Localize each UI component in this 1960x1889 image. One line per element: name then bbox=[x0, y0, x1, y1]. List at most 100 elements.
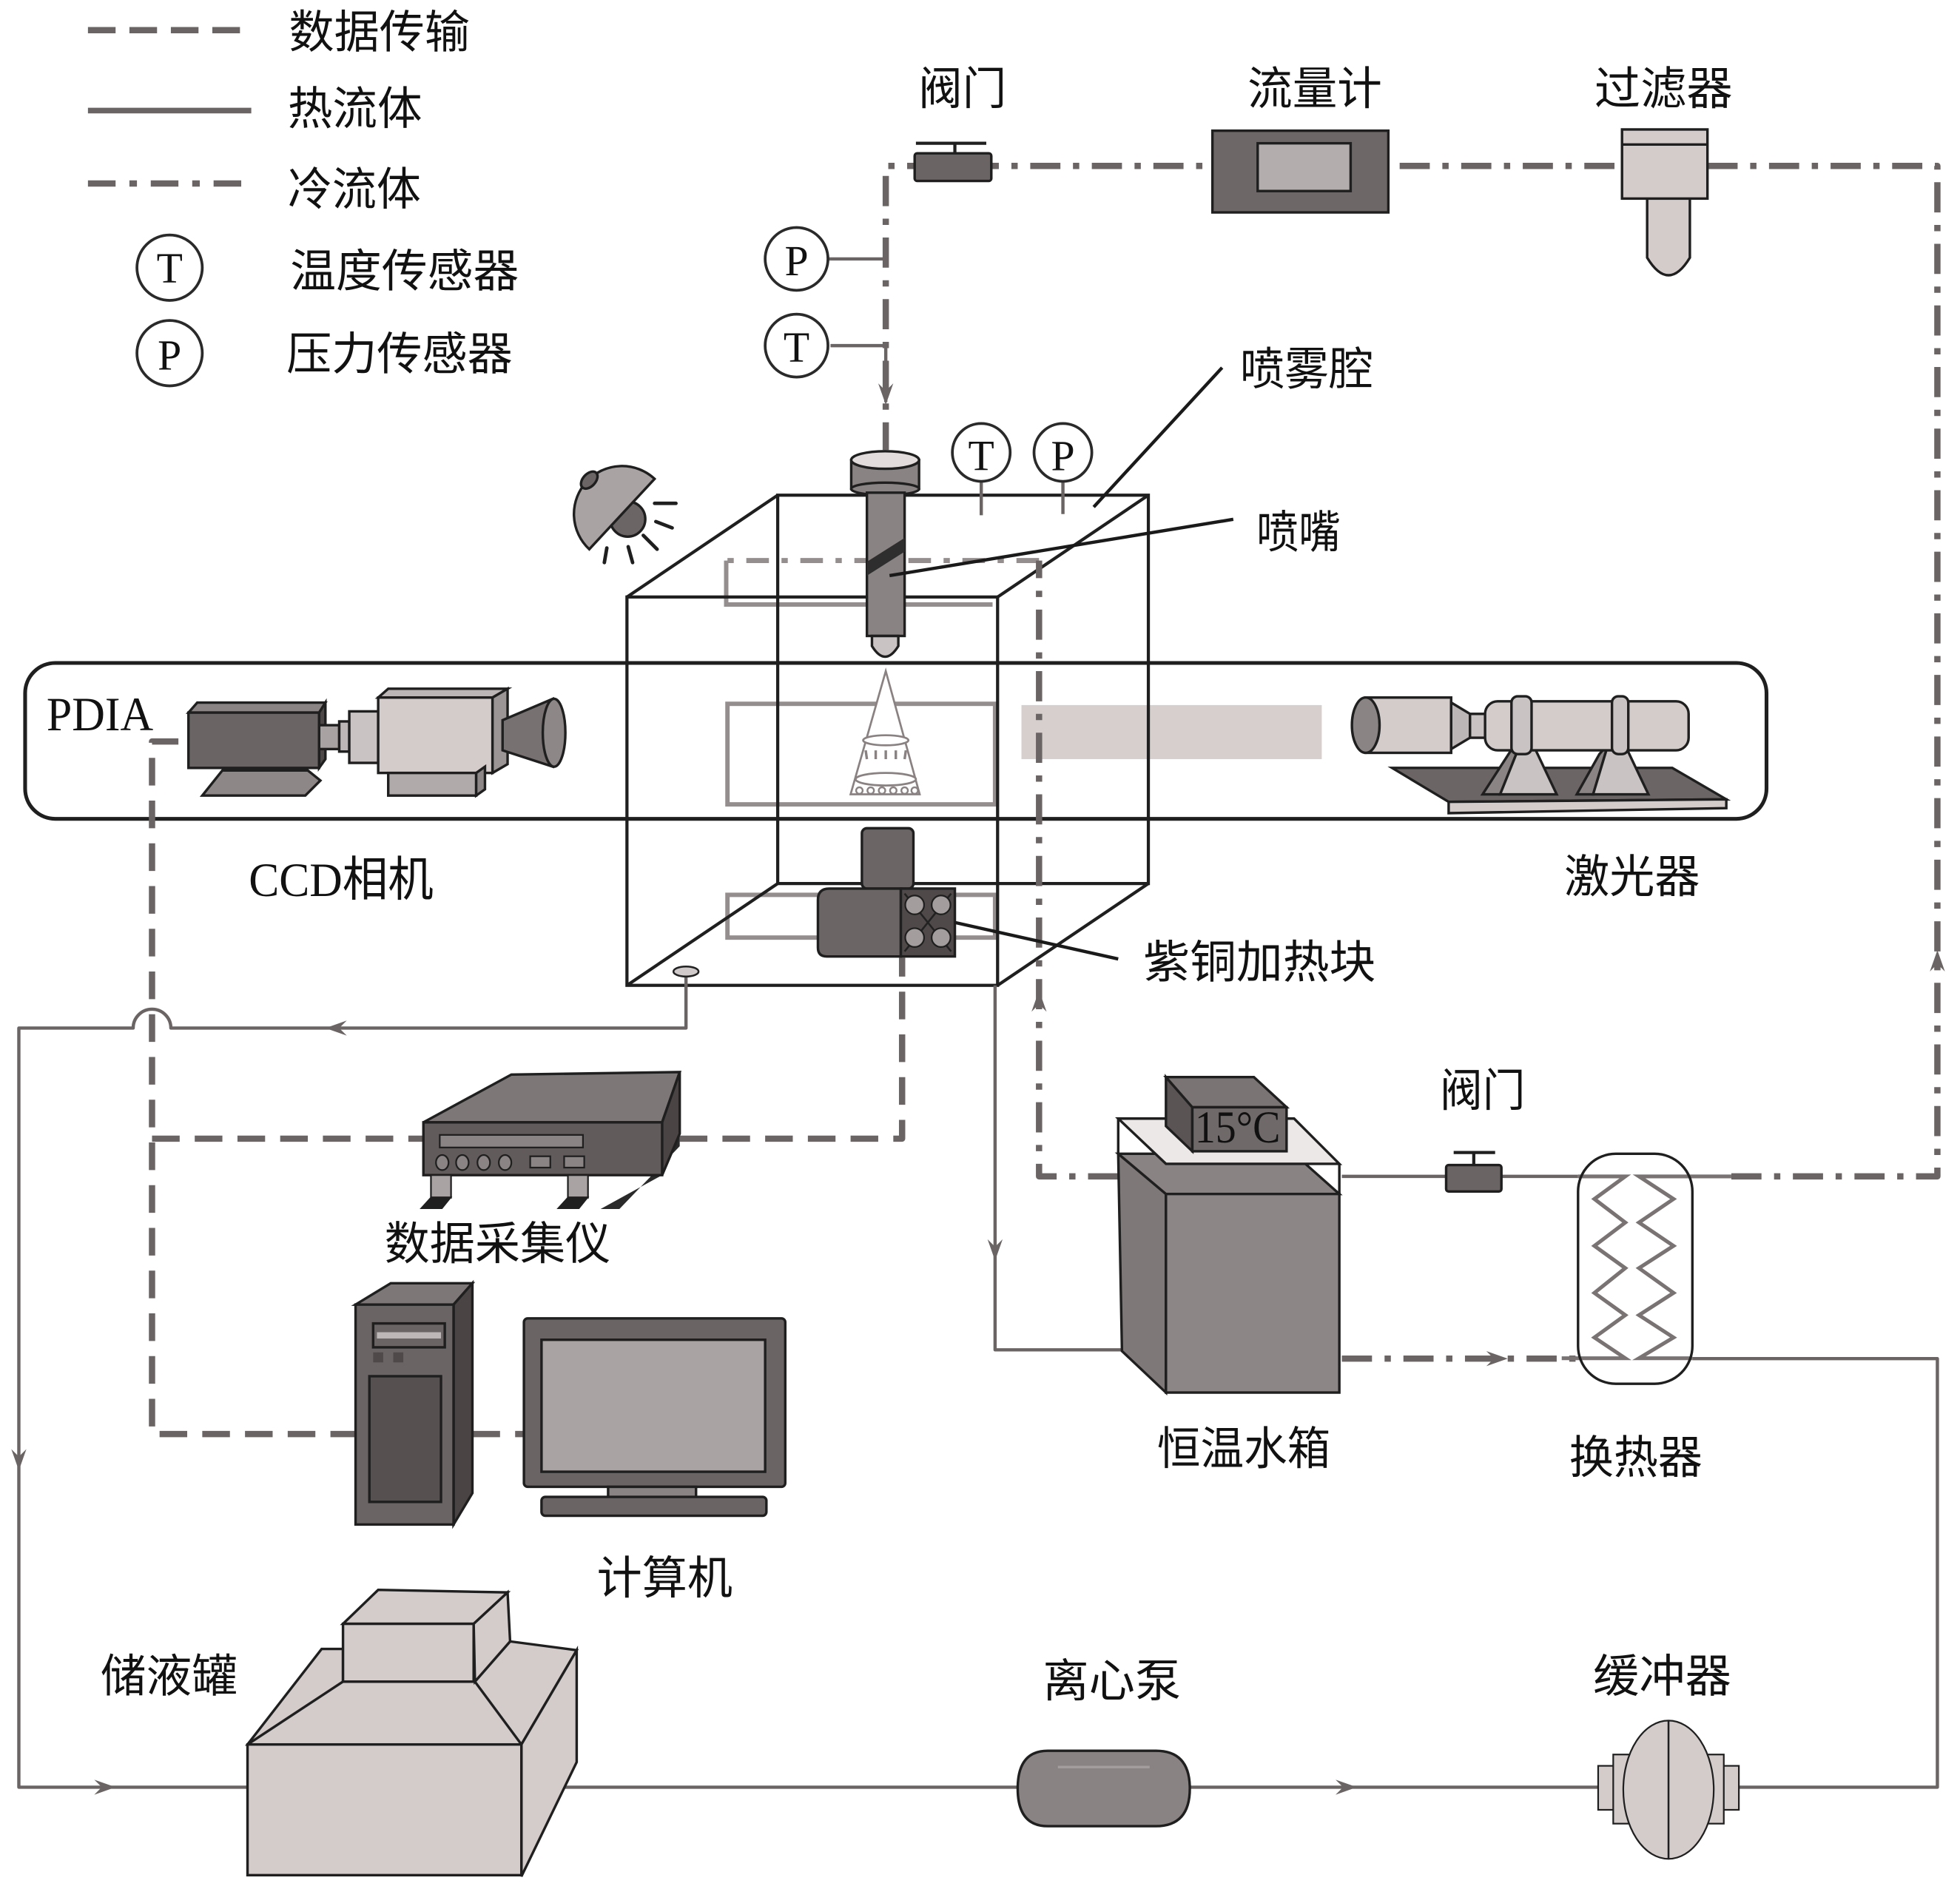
filter-head bbox=[1620, 128, 1709, 201]
laser-rear-cap bbox=[1350, 696, 1381, 755]
leader-spray-chamber bbox=[1092, 366, 1224, 508]
daq-knob bbox=[455, 1154, 470, 1171]
camera-main-body bbox=[377, 696, 494, 775]
storage-edge bbox=[246, 1680, 344, 1746]
laser-tube bbox=[1484, 700, 1690, 752]
heater-hole bbox=[904, 895, 926, 915]
pressure-sensor-inlet: P bbox=[764, 226, 829, 292]
data-line-camera-to-computer bbox=[149, 738, 356, 1438]
legend-item-cold-fluid: 冷流体 bbox=[87, 166, 421, 215]
heater-hole bbox=[904, 927, 926, 949]
tower-lower-panel bbox=[368, 1375, 442, 1504]
camera-connector bbox=[317, 724, 341, 751]
valve-bottom-body bbox=[1444, 1163, 1503, 1193]
leader-nozzle bbox=[889, 517, 1234, 578]
flowmeter bbox=[1210, 129, 1390, 214]
camera-rear-top bbox=[185, 701, 328, 714]
cube-edge-top-left bbox=[626, 494, 779, 599]
label-data-acquisition-unit: 数据采集仪 bbox=[385, 1220, 611, 1270]
temperature-sensor-chamber: T bbox=[951, 422, 1012, 483]
heat-exchanger bbox=[1561, 1152, 1731, 1385]
temperature-sensor-symbol: T bbox=[969, 433, 994, 479]
spray-cone-outline bbox=[849, 667, 921, 795]
label-pdia: PDIA bbox=[47, 687, 154, 741]
temperature-sensor-inlet: T bbox=[764, 312, 829, 379]
pump-body bbox=[1016, 1749, 1191, 1828]
label-spray-chamber: 喷雾腔 bbox=[1240, 346, 1373, 395]
computer-tower bbox=[351, 1279, 476, 1529]
pdia-frame bbox=[23, 661, 1769, 821]
arrow-down-icon bbox=[878, 383, 894, 405]
label-ccd-camera: CCD相机 bbox=[249, 853, 434, 906]
storage-edge bbox=[474, 1680, 523, 1745]
nozzle-tip bbox=[870, 634, 900, 659]
pressure-sensor-symbol: P bbox=[1051, 433, 1075, 479]
laser-beam bbox=[1021, 704, 1322, 759]
heater-hole bbox=[931, 895, 952, 915]
ccd-camera bbox=[185, 686, 567, 798]
data-line-daq-to-heater bbox=[679, 957, 906, 1142]
spray-cone-droplets bbox=[864, 750, 907, 760]
label-valve-top: 阀门 bbox=[918, 65, 1006, 115]
camera-main-mount-side bbox=[474, 764, 487, 798]
daq-port bbox=[529, 1155, 551, 1169]
heater-hole bbox=[931, 927, 952, 949]
storage-cap-side bbox=[472, 1589, 512, 1686]
nozzle-thread bbox=[866, 538, 905, 576]
arrow-up-icon bbox=[1031, 990, 1047, 1012]
camera-main-mount bbox=[387, 771, 478, 797]
camera-adapter bbox=[348, 710, 380, 764]
daq-foot bbox=[420, 1196, 453, 1210]
arrow-right-icon bbox=[94, 1779, 116, 1795]
camera-rear-mount bbox=[199, 769, 323, 797]
temperature-sensor-circle bbox=[764, 312, 829, 379]
laser-ring-2 bbox=[1610, 695, 1630, 755]
legend-item-data-transfer: 数据传输 bbox=[87, 9, 470, 58]
spray-cone bbox=[849, 667, 921, 795]
label-filter: 过滤器 bbox=[1594, 65, 1733, 115]
legend-label: 热流体 bbox=[288, 85, 422, 135]
arrow-down-icon bbox=[987, 1239, 1003, 1261]
camera-connector-ring bbox=[337, 720, 351, 753]
spray-cone-base-dots bbox=[855, 786, 919, 795]
hot-line-buffer-to-exchanger bbox=[1692, 1356, 1939, 1789]
valve-bottom[interactable] bbox=[1444, 1151, 1503, 1193]
spray-cone-ring-upper bbox=[862, 734, 910, 747]
daq-leg bbox=[430, 1174, 452, 1199]
leader-copper-block bbox=[954, 920, 1119, 961]
tank-temperature-readout: 15°C bbox=[1195, 1103, 1280, 1153]
valve-top-body bbox=[913, 152, 993, 183]
filter bbox=[1620, 128, 1709, 277]
heater-block-body bbox=[816, 887, 903, 958]
pressure-sensor-symbol: P bbox=[785, 238, 809, 285]
heater-column bbox=[861, 826, 915, 890]
laser-device bbox=[1350, 695, 1731, 815]
buffer bbox=[1597, 1720, 1740, 1860]
exchanger-coil-cold bbox=[1631, 1174, 1731, 1361]
label-centrifugal-pump: 离心泵 bbox=[1043, 1657, 1181, 1707]
spray-dot bbox=[878, 786, 886, 795]
daq-port bbox=[563, 1155, 585, 1169]
label-nozzle: 喷嘴 bbox=[1256, 509, 1341, 559]
laser-base-top bbox=[1387, 767, 1731, 804]
chamber-drain bbox=[672, 965, 700, 978]
legend-pressure-sensor-icon bbox=[135, 319, 204, 388]
hot-line-chamber-to-tank bbox=[993, 985, 1122, 1352]
legend-item-temperature-sensor: T 温度传感器 bbox=[135, 233, 519, 302]
spray-cone-ring-lower bbox=[855, 772, 917, 787]
thermostatic-water-tank: 15°C bbox=[1114, 1074, 1343, 1395]
spray-dot bbox=[866, 786, 875, 795]
legend-item-hot-fluid: 热流体 bbox=[87, 85, 422, 135]
legend-label: 压力传感器 bbox=[286, 330, 513, 380]
temperature-sensor-symbol: T bbox=[784, 325, 809, 371]
spray-dot bbox=[900, 786, 909, 795]
pressure-sensor-chamber: P bbox=[1032, 422, 1094, 483]
storage-front-face bbox=[246, 1742, 523, 1877]
tower-side bbox=[452, 1279, 474, 1529]
legend: 数据传输 热流体 冷流体 T 温度传感器 P 压力传感器 bbox=[87, 9, 519, 388]
valve-top[interactable] bbox=[913, 141, 993, 183]
legend-label: 冷流体 bbox=[288, 166, 421, 215]
label-laser: 激光器 bbox=[1564, 853, 1700, 903]
tower-button bbox=[393, 1352, 404, 1363]
